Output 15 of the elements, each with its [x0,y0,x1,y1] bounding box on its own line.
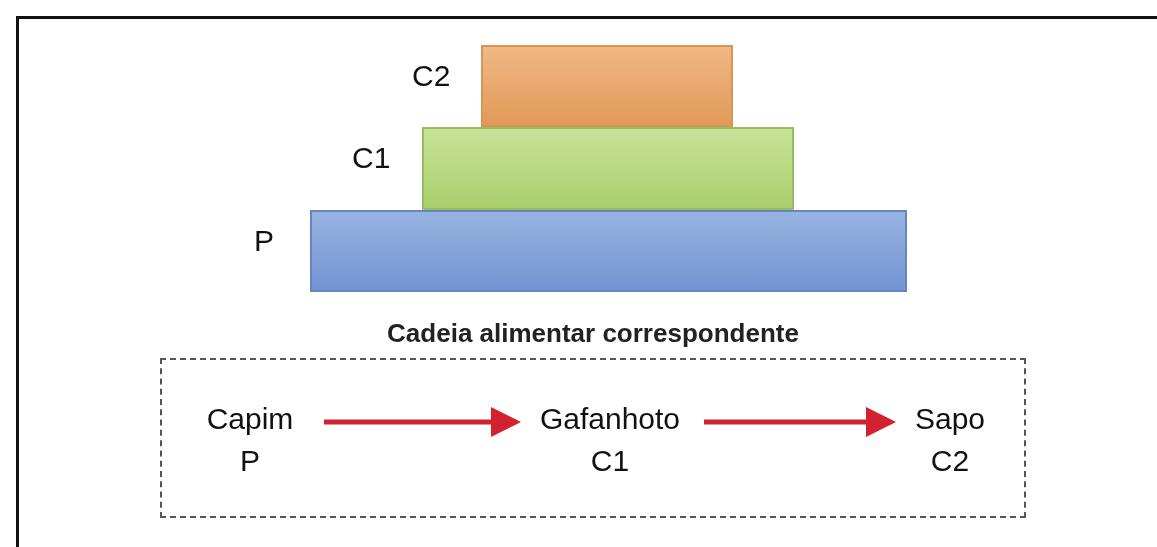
group-title: Cadeia alimentar correspondente [386,318,800,349]
pyramid-bar [310,210,907,292]
level-label: P [254,224,274,258]
level-label: C2 [412,59,451,93]
trophic-level: P [239,443,261,479]
organism-name: Capim [205,401,295,437]
organism-name: Gafanhoto [538,401,682,437]
trophic-level: C2 [929,443,971,479]
trophic-level: C1 [589,443,631,479]
pyramid-bar [481,45,733,127]
pyramid-bar [422,127,794,210]
level-label: C1 [352,141,391,175]
arrow [324,407,521,437]
organism-name: Sapo [913,401,987,437]
arrow [704,407,896,437]
